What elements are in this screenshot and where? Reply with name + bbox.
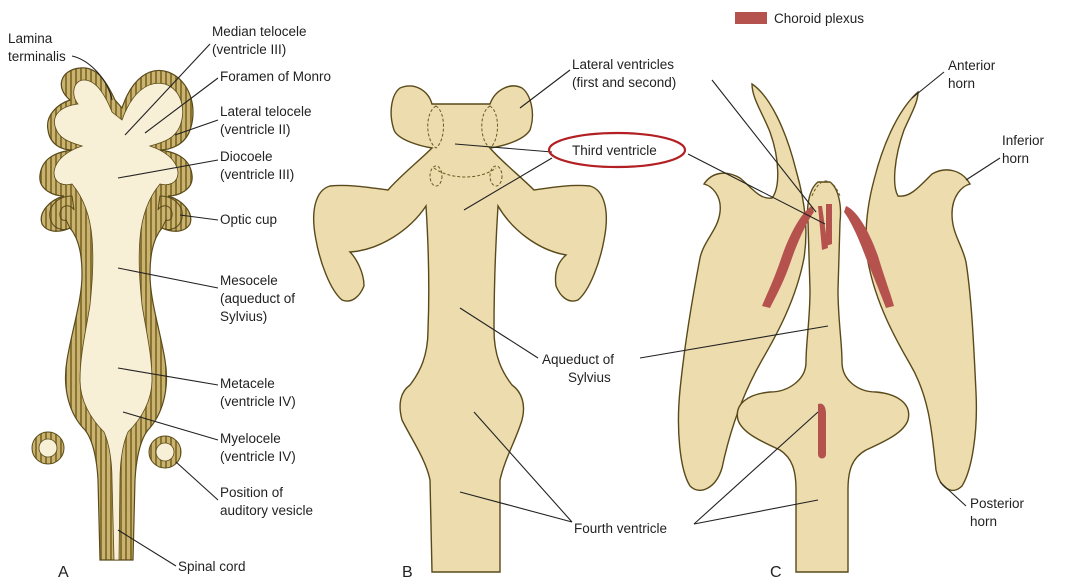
label-posterior-horn-1: Posterior <box>970 496 1025 511</box>
neural-tube-lumen <box>54 80 183 560</box>
label-lateral-ventricles-2: (first and second) <box>572 75 676 90</box>
legend-label: Choroid plexus <box>774 11 864 26</box>
label-anterior-horn-2: horn <box>948 76 975 91</box>
ventricle-cast-b <box>314 86 607 572</box>
panel-letter-c: C <box>770 564 782 581</box>
choroid-plexus-third-right <box>826 204 832 246</box>
label-lateral-ventricles-1: Lateral ventricles <box>572 57 674 72</box>
label-mesocele-2: (aqueduct of <box>220 291 295 306</box>
label-diocoele-1: Diocoele <box>220 149 273 164</box>
label-myelocele-2: (ventricle IV) <box>220 449 296 464</box>
label-mesocele-3: Sylvius) <box>220 309 267 324</box>
label-third-ventricle: Third ventricle <box>572 143 657 158</box>
label-lamina-terminalis-2: terminalis <box>8 49 66 64</box>
label-foramen-of-monro: Foramen of Monro <box>220 69 331 84</box>
label-diocoele-2: (ventricle III) <box>220 167 294 182</box>
legend-choroid-plexus: Choroid plexus <box>735 11 864 26</box>
label-auditory-vesicle-2: auditory vesicle <box>220 503 313 518</box>
label-inferior-horn-1: Inferior <box>1002 133 1045 148</box>
label-myelocele-1: Myelocele <box>220 431 281 446</box>
label-aqueduct-of-sylvius-2: Sylvius <box>568 370 611 385</box>
label-median-telocele-1: Median telocele <box>212 24 307 39</box>
panel-letter-a: A <box>58 564 69 581</box>
label-aqueduct-of-sylvius-1: Aqueduct of <box>542 352 614 367</box>
label-lateral-telocele-2: (ventricle II) <box>220 122 291 137</box>
label-auditory-vesicle-1: Position of <box>220 485 283 500</box>
label-mesocele-1: Mesocele <box>220 273 278 288</box>
label-metacele-1: Metacele <box>220 376 275 391</box>
panel-c-ventricle-cast-dorsal: Choroid plexus Anterior horn Inferior <box>640 11 1045 581</box>
legend-swatch <box>735 12 767 24</box>
label-optic-cup: Optic cup <box>220 212 277 227</box>
label-metacele-2: (ventricle IV) <box>220 394 296 409</box>
label-lateral-telocele-1: Lateral telocele <box>220 104 312 119</box>
label-median-telocele-2: (ventricle III) <box>212 42 286 57</box>
label-spinal-cord: Spinal cord <box>178 559 246 574</box>
label-inferior-horn-2: horn <box>1002 151 1029 166</box>
panel-letter-b: B <box>402 564 413 581</box>
panel-b-ventricle-cast-lateral: Lateral ventricles (first and second) Th… <box>314 57 685 581</box>
label-anterior-horn-1: Anterior <box>948 58 996 73</box>
label-lamina-terminalis-1: Lamina <box>8 31 53 46</box>
choroid-plexus-fourth <box>818 404 826 459</box>
label-posterior-horn-2: horn <box>970 514 997 529</box>
panel-a-embryonic-neural-tube: Lamina terminalis Median telocele (ventr… <box>8 24 331 581</box>
label-fourth-ventricle: Fourth ventricle <box>574 521 667 536</box>
